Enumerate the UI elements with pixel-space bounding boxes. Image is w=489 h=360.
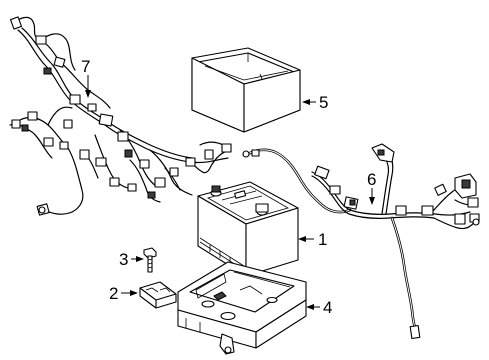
battery-insulator-cover: [191, 47, 301, 133]
callout-1: 1: [318, 230, 327, 249]
callout-3: 3: [119, 250, 128, 269]
battery-tray: [177, 261, 307, 355]
callout-6: 6: [367, 170, 376, 189]
callout-7: 7: [81, 57, 90, 76]
battery: [197, 181, 299, 277]
battery-cable-harness: [311, 143, 480, 340]
hold-down-clamp: [139, 281, 177, 309]
callout-4: 4: [323, 298, 332, 317]
bolt: [143, 247, 157, 273]
callout-2: 2: [109, 284, 118, 303]
callout-5: 5: [319, 93, 328, 112]
engine-wiring-harness: [9, 16, 232, 216]
positive-battery-cable: [242, 148, 352, 214]
